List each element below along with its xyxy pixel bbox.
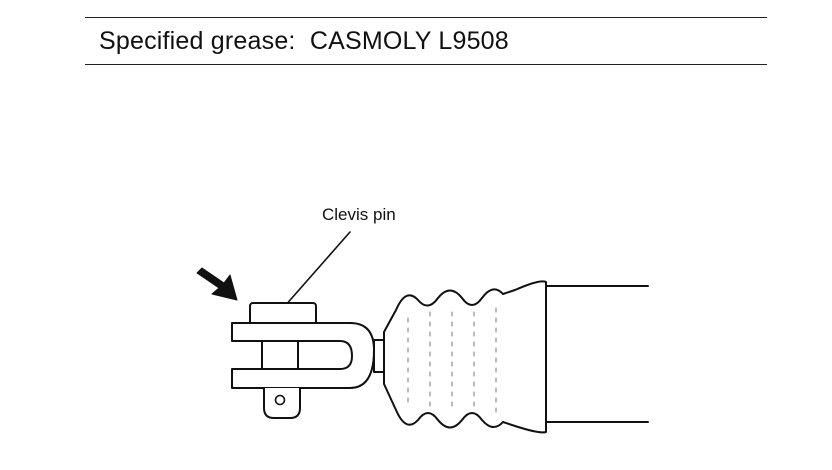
top-rule bbox=[85, 17, 767, 18]
cotter-hole bbox=[274, 394, 286, 406]
clevis-body bbox=[231, 322, 375, 389]
grease-product-name: CASMOLY L9508 bbox=[309, 27, 509, 55]
cotter-tab bbox=[263, 387, 301, 419]
boot-ridges bbox=[407, 307, 497, 413]
pin-shaft bbox=[261, 340, 299, 370]
rod-neck bbox=[373, 339, 385, 373]
specified-grease-line: Specified grease: CASMOLY L9508 bbox=[99, 27, 509, 56]
bottom-rule bbox=[85, 64, 767, 65]
pin-head bbox=[249, 302, 317, 326]
rubber-boot bbox=[383, 280, 547, 434]
leader-line bbox=[283, 231, 351, 308]
specified-grease-label: Specified grease: bbox=[99, 27, 296, 55]
clevis-pin-label: Clevis pin bbox=[322, 205, 396, 224]
arrow-icon bbox=[196, 267, 238, 301]
